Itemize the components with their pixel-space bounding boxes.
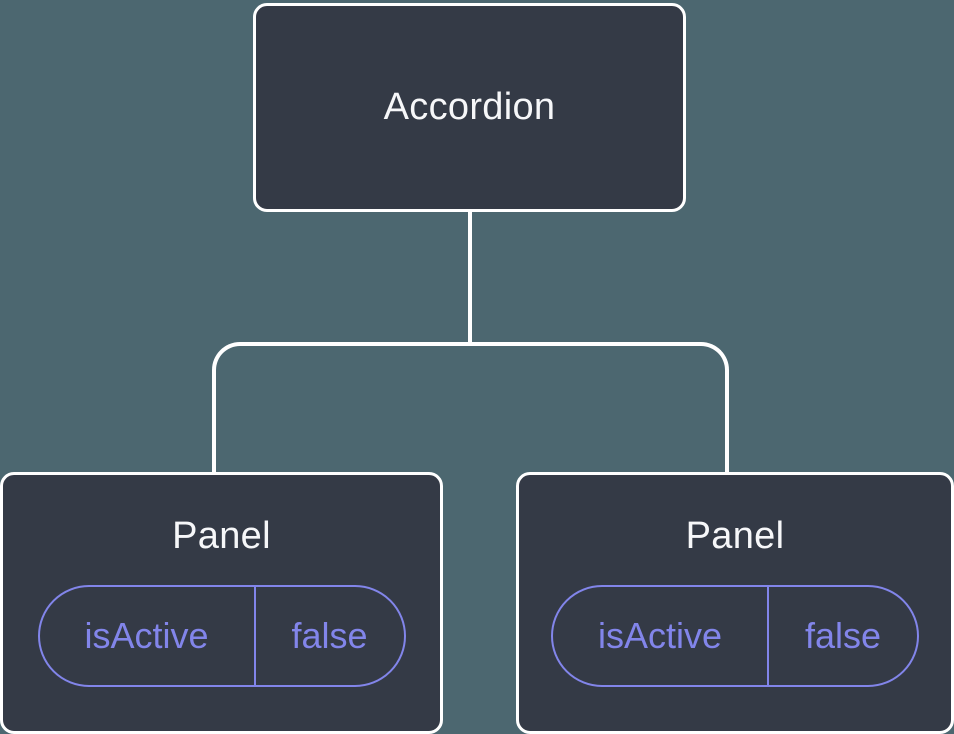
panel-1-state-key-cell: isActive [40, 587, 256, 685]
panel-1-label: Panel [172, 515, 271, 557]
panel-2-label: Panel [685, 515, 785, 557]
panel-2-state-key: isActive [597, 615, 723, 656]
panel-2-state-value: false [804, 615, 882, 656]
panel-1-state-pill: isActive false [37, 585, 406, 687]
panel-2-state-key-cell: isActive [553, 587, 769, 685]
accordion-node-label: Accordion [383, 86, 556, 128]
panel-2-state-value-cell: false [769, 587, 917, 685]
tree-node-panel-2: Panel isActive false [516, 472, 954, 734]
panel-1-state-value: false [291, 615, 368, 656]
panel-1-state-value-cell: false [256, 587, 404, 685]
tree-node-accordion: Accordion [253, 3, 686, 212]
connector-stem [468, 208, 472, 346]
connector-bracket [212, 342, 729, 476]
panel-2-state-pill: isActive false [551, 585, 919, 687]
panel-1-state-key: isActive [84, 615, 209, 656]
tree-node-panel-1: Panel isActive false [0, 472, 443, 734]
